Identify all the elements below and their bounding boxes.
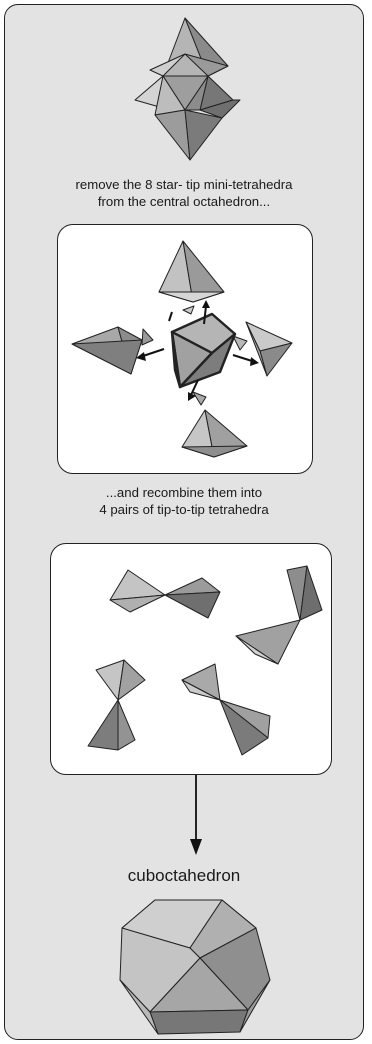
diagram-panel xyxy=(4,4,364,1040)
result-title: cuboctahedron xyxy=(127,866,241,885)
step2-caption: ...and recombine them into 4 pairs of ti… xyxy=(99,485,269,517)
step1-caption: remove the 8 star- tip mini-tetrahedra f… xyxy=(75,177,293,209)
